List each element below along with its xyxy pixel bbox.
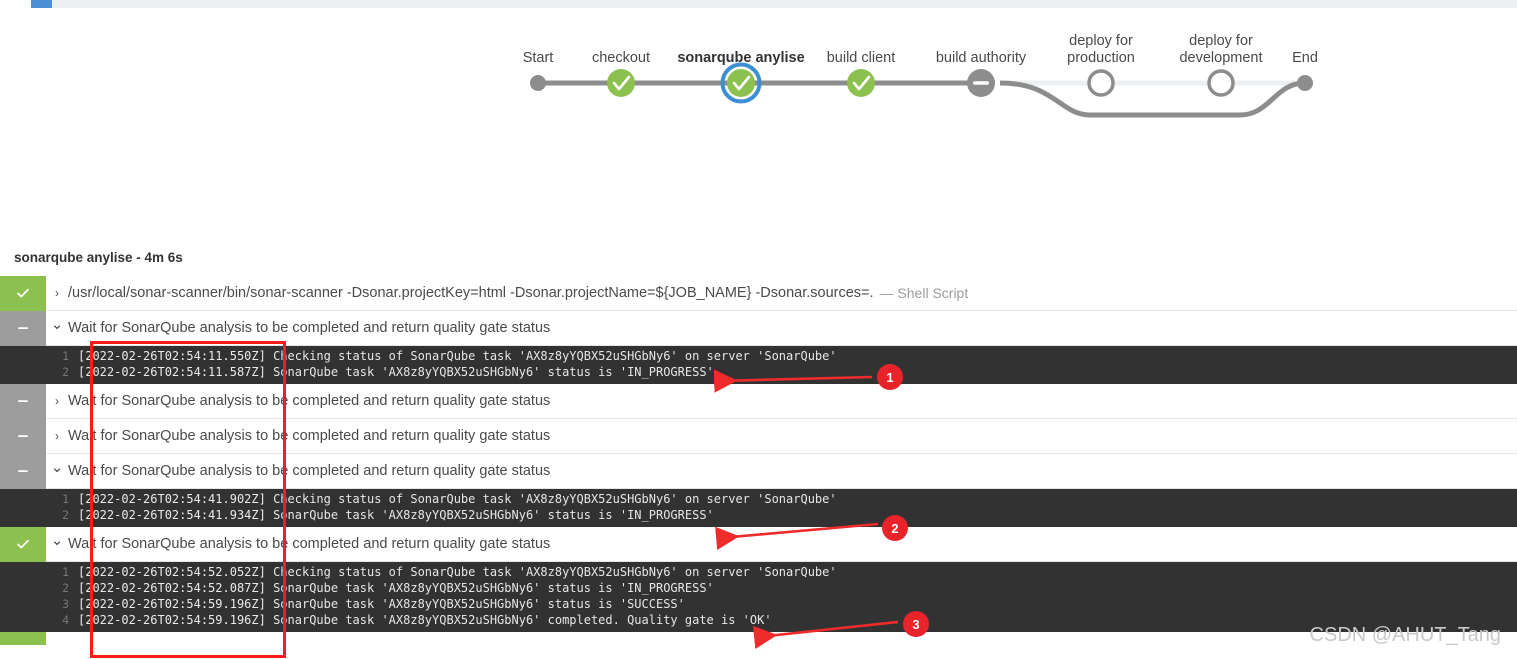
pipeline-node-deploy-production: [1087, 69, 1115, 97]
log-line-number: 2: [62, 581, 69, 595]
status-neutral-icon: [0, 418, 46, 454]
log-line: 1 [2022-02-26T02:54:11.550Z] Checking sta…: [0, 348, 1517, 364]
annotation-badge-2: 2: [882, 515, 908, 541]
chevron-down-icon[interactable]: ⌄: [50, 458, 64, 476]
status-success-icon: [0, 632, 46, 645]
console-output: 1 [2022-02-26T02:54:11.550Z] Checking sta…: [0, 346, 1517, 384]
step-label: /usr/local/sonar-scanner/bin/sonar-scann…: [68, 285, 874, 301]
console-output: 1 [2022-02-26T02:54:52.052Z] Checking sta…: [0, 562, 1517, 632]
pipeline-graph[interactable]: Start checkout sonarqube anylise build c…: [0, 10, 1517, 230]
log-message: Checking status of SonarQube task 'AX8z8…: [273, 492, 837, 506]
log-timestamp: [2022-02-26T02:54:41.902Z]: [78, 492, 266, 506]
log-line-number: 4: [62, 613, 69, 627]
pipeline-graph-svg: [530, 62, 1313, 118]
status-success-icon: [0, 526, 46, 562]
progress-fill: [31, 0, 52, 8]
log-line-number: 2: [62, 365, 69, 379]
step-label: Wait for SonarQube analysis to be comple…: [68, 428, 551, 444]
chevron-right-icon[interactable]: ›: [55, 394, 59, 408]
pipeline-label-sonarqube-anylise: sonarqube anylise: [677, 50, 805, 66]
log-timestamp: [2022-02-26T02:54:59.196Z]: [78, 613, 266, 627]
log-timestamp: [2022-02-26T02:54:11.550Z]: [78, 349, 266, 363]
log-timestamp: [2022-02-26T02:54:11.587Z]: [78, 365, 266, 379]
step-row[interactable]: › /usr/local/sonar-scanner/bin/sonar-scan…: [0, 275, 1517, 311]
pipeline-node-checkout: [607, 69, 635, 97]
step-list: › /usr/local/sonar-scanner/bin/sonar-scan…: [0, 275, 1517, 645]
log-message: SonarQube task 'AX8z8yYQBX52uSHGbNy6' st…: [273, 365, 714, 379]
log-message: Checking status of SonarQube task 'AX8z8…: [273, 565, 837, 579]
log-timestamp: [2022-02-26T02:54:41.934Z]: [78, 508, 266, 522]
log-line: 4 [2022-02-26T02:54:59.196Z] SonarQube ta…: [0, 612, 1517, 628]
step-row[interactable]: › Wait for SonarQube analysis to be compl…: [0, 418, 1517, 454]
step-row[interactable]: ⌄Wait for SonarQube analysis to be compl…: [0, 526, 1517, 562]
step-label: Wait for SonarQube analysis to be comple…: [68, 393, 551, 409]
pipeline-node-end: [1297, 75, 1313, 91]
step-row[interactable]: ⌄Wait for SonarQube analysis to be compl…: [0, 453, 1517, 489]
pipeline-label-deploy-development: deploy for development: [1179, 33, 1263, 66]
step-label: Wait for SonarQube analysis to be comple…: [68, 463, 551, 479]
watermark: CSDN @AHUT_Tang: [1309, 624, 1501, 646]
pipeline-label-build-client: build client: [826, 50, 896, 66]
step-label: Wait for SonarQube analysis to be comple…: [68, 320, 551, 336]
pipeline-label-deploy-production: deploy for production: [1067, 33, 1135, 66]
pipeline-node-start: [530, 75, 546, 91]
build-progress-bar: [0, 0, 1517, 9]
log-line: 1 [2022-02-26T02:54:52.052Z] Checking sta…: [0, 564, 1517, 580]
chevron-down-icon[interactable]: ⌄: [50, 315, 64, 333]
pipeline-label-checkout: checkout: [591, 50, 651, 66]
pipeline-node-sonarqube: [727, 69, 755, 97]
pipeline-label-start: Start: [522, 50, 554, 66]
log-line-number: 1: [62, 349, 69, 363]
log-message: Checking status of SonarQube task 'AX8z8…: [273, 349, 837, 363]
log-line: 2 [2022-02-26T02:54:41.934Z] SonarQube ta…: [0, 507, 1517, 523]
log-message: SonarQube task 'AX8z8yYQBX52uSHGbNy6' st…: [273, 597, 685, 611]
log-message: SonarQube task 'AX8z8yYQBX52uSHGbNy6' st…: [273, 581, 714, 595]
step-row[interactable]: [0, 632, 1517, 645]
pipeline-node-deploy-development: [1207, 69, 1235, 97]
log-line: 3 [2022-02-26T02:54:59.196Z] SonarQube ta…: [0, 596, 1517, 612]
pipeline-label-end: End: [1292, 50, 1318, 66]
annotation-badge-3: 3: [903, 611, 929, 637]
log-line: 2 [2022-02-26T02:54:52.087Z] SonarQube ta…: [0, 580, 1517, 596]
console-output: 1 [2022-02-26T02:54:41.902Z] Checking sta…: [0, 489, 1517, 527]
log-line-number: 2: [62, 508, 69, 522]
pipeline-node-sonarqube-ring: [720, 62, 762, 104]
log-line-number: 1: [62, 492, 69, 506]
log-timestamp: [2022-02-26T02:54:52.052Z]: [78, 565, 266, 579]
log-timestamp: [2022-02-26T02:54:52.087Z]: [78, 581, 266, 595]
step-row[interactable]: › Wait for SonarQube analysis to be compl…: [0, 383, 1517, 419]
log-timestamp: [2022-02-26T02:54:59.196Z]: [78, 597, 266, 611]
annotation-badge-1: 1: [877, 364, 903, 390]
log-message: SonarQube task 'AX8z8yYQBX52uSHGbNy6' co…: [273, 613, 772, 627]
progress-track: [31, 0, 1517, 8]
step-type-tag: — Shell Script: [879, 285, 969, 301]
status-neutral-icon: [0, 310, 46, 346]
chevron-right-icon[interactable]: ›: [55, 429, 59, 443]
step-label: Wait for SonarQube analysis to be comple…: [68, 536, 551, 552]
status-success-icon: [0, 275, 46, 311]
log-line-number: 3: [62, 597, 69, 611]
stage-title: sonarqube anylise - 4m 6s: [14, 250, 183, 265]
pipeline-node-build-client: [847, 69, 875, 97]
pipeline-label-build-authority: build authority: [935, 50, 1027, 66]
log-line: 1 [2022-02-26T02:54:41.902Z] Checking sta…: [0, 491, 1517, 507]
step-row[interactable]: ⌄Wait for SonarQube analysis to be compl…: [0, 310, 1517, 346]
chevron-down-icon[interactable]: ⌄: [50, 531, 64, 549]
log-line: 2 [2022-02-26T02:54:11.587Z] SonarQube ta…: [0, 364, 1517, 380]
status-neutral-icon: [0, 383, 46, 419]
log-message: SonarQube task 'AX8z8yYQBX52uSHGbNy6' st…: [273, 508, 714, 522]
log-line-number: 1: [62, 565, 69, 579]
status-neutral-icon: [0, 453, 46, 489]
chevron-right-icon[interactable]: ›: [55, 286, 59, 300]
